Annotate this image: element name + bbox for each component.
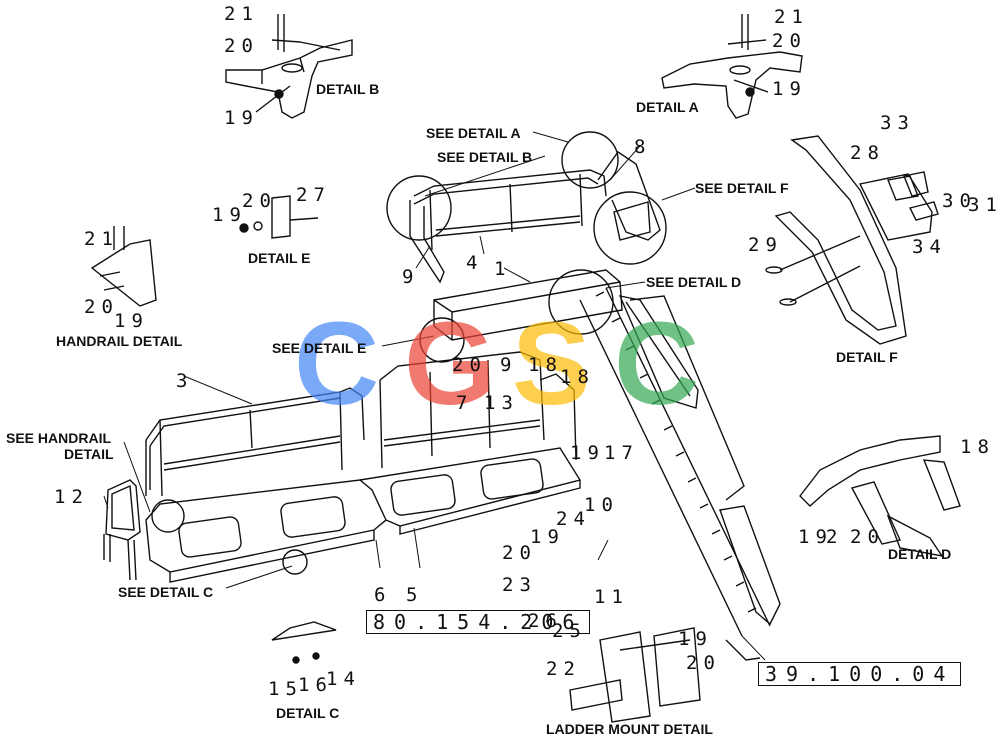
callout-27: 27	[296, 184, 331, 206]
callout-17: 17	[604, 442, 639, 464]
callout-19-detail-b: 19	[224, 107, 259, 129]
callout-20-detail-d: 20	[850, 526, 885, 548]
callout-20-ladder: 20	[502, 542, 537, 564]
callout-19-detail-e: 19	[212, 204, 247, 226]
callout-11: 11	[594, 586, 629, 608]
callout-20-detail-b: 20	[224, 35, 259, 57]
callout-12: 12	[54, 486, 89, 508]
detail-a-bracket	[661, 14, 803, 119]
callout-5: 5	[406, 584, 424, 606]
main-handrail	[145, 351, 577, 497]
callout-19-handrail: 19	[114, 310, 149, 332]
callout-34: 34	[912, 236, 947, 258]
see-detail-d-label: SEE DETAIL D	[646, 274, 742, 290]
callout-16: 16	[298, 674, 333, 696]
detail-a-label: DETAIL A	[636, 99, 699, 115]
callout-7: 7	[456, 392, 474, 414]
callout-21-handrail: 21	[84, 228, 119, 250]
handrail-detail-label: HANDRAIL DETAIL	[56, 333, 183, 349]
see-detail-a-label: SEE DETAIL A	[426, 125, 521, 141]
callout-23: 23	[502, 574, 537, 596]
callout-19-detail-a: 19	[772, 78, 807, 100]
callout-20-detail-e: 20	[242, 190, 277, 212]
callout-18-mid-2: 18	[560, 366, 595, 388]
detail-f-drawing	[765, 135, 939, 345]
callout-14: 14	[326, 668, 361, 690]
callout-19-mid: 19	[570, 442, 605, 464]
upper-handrail	[386, 131, 667, 284]
callout-9-mid: 9	[500, 354, 518, 376]
detail-c-bracket	[271, 621, 337, 664]
callout-24: 24	[556, 508, 591, 530]
detail-d-label: DETAIL D	[888, 546, 952, 562]
watermark-letter-g: G	[404, 298, 496, 430]
detail-f-label: DETAIL F	[836, 349, 898, 365]
see-handrail-label-line1: SEE HANDRAIL	[6, 430, 112, 446]
gate	[103, 479, 141, 581]
callout-10: 10	[584, 494, 619, 516]
callout-25: 25	[552, 620, 587, 642]
callout-8: 8	[634, 136, 652, 158]
callout-29: 29	[748, 234, 783, 256]
callout-2-detail-d: 2	[826, 526, 844, 548]
detail-c-label: DETAIL C	[276, 705, 340, 721]
detail-d-bracket	[799, 435, 961, 557]
watermark-letter-c1: C	[294, 298, 380, 430]
watermark-letter-c2: C	[614, 298, 700, 430]
callout-19-ladder-mount: 19	[678, 628, 713, 650]
see-detail-c-label: SEE DETAIL C	[118, 584, 214, 600]
callout-9-upper: 9	[402, 266, 420, 288]
callout-19-detail-d: 19	[798, 526, 833, 548]
lower-platform	[145, 447, 582, 583]
callout-13: 13	[484, 392, 519, 414]
see-detail-e-label: SEE DETAIL E	[272, 340, 367, 356]
callout-4: 4	[466, 252, 484, 274]
callout-19-ladder: 19	[530, 526, 565, 548]
callout-3: 3	[176, 370, 194, 392]
see-detail-f-label: SEE DETAIL F	[695, 180, 789, 196]
callout-31: 31	[968, 194, 1000, 216]
callout-15: 15	[268, 678, 303, 700]
see-handrail-label-line2: DETAIL	[64, 446, 114, 462]
ladder-mount	[569, 627, 701, 723]
main-ladder	[579, 287, 781, 661]
leader-lines	[103, 131, 766, 661]
callout-33: 33	[880, 112, 915, 134]
callout-6: 6	[374, 584, 392, 606]
part-number-box-2: 39.100.04	[758, 662, 962, 686]
handrail-detail-drawing	[90, 226, 157, 307]
detail-e-bracket	[239, 195, 319, 239]
callout-18-mid: 18	[528, 354, 563, 376]
callout-30: 30	[942, 190, 977, 212]
callout-18-detail-d: 18	[960, 436, 995, 458]
callout-20-detail-a: 20	[772, 30, 807, 52]
callout-28: 28	[850, 142, 885, 164]
see-detail-b-label: SEE DETAIL B	[437, 149, 533, 165]
callout-21-detail-b: 21	[224, 3, 259, 25]
detail-b-label: DETAIL B	[316, 81, 380, 97]
part-number-box-1: 80.154.206	[366, 610, 591, 634]
callout-21-detail-a: 21	[774, 6, 809, 28]
ladder-mount-detail-label: LADDER MOUNT DETAIL	[546, 721, 713, 737]
detail-b-bracket	[225, 14, 353, 119]
callout-22: 22	[546, 658, 581, 680]
watermark-letter-s: S	[512, 298, 591, 430]
callout-20-mid: 20	[452, 354, 487, 376]
detail-e-label: DETAIL E	[248, 250, 311, 266]
callout-20-ladder-mount: 20	[686, 652, 721, 674]
callout-20-handrail: 20	[84, 296, 119, 318]
callout-26: 26	[528, 610, 563, 632]
callout-1: 1	[494, 258, 512, 280]
